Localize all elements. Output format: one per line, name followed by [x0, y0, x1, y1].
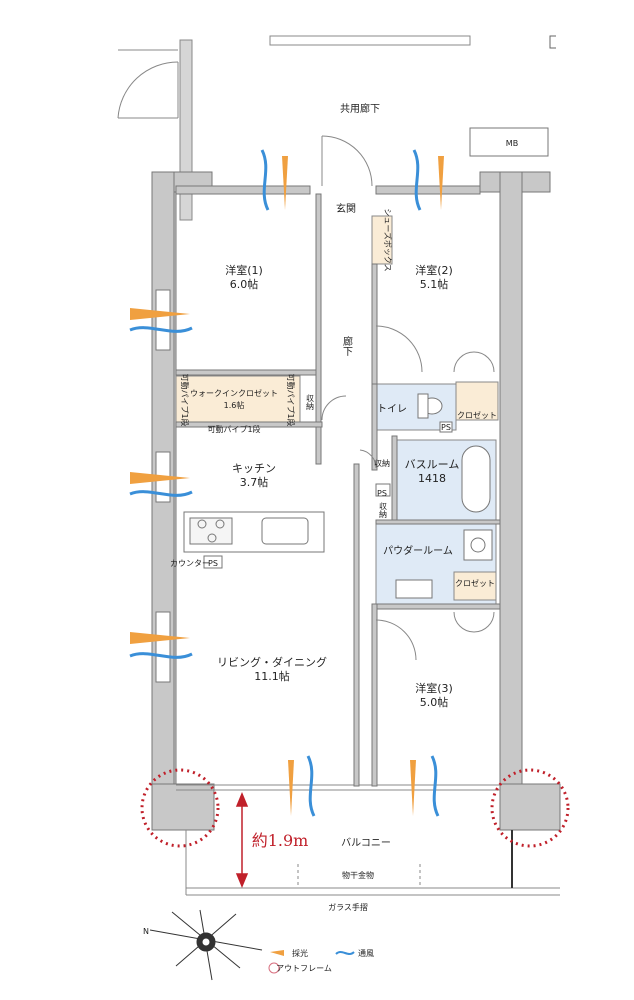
label-closet-1: クロゼット — [457, 410, 497, 420]
label-ps-2: PS — [208, 559, 218, 568]
label-drying-rack: 物干金物 — [342, 870, 374, 880]
interior-walls — [175, 193, 501, 787]
label-storage-3: 収納 — [379, 501, 388, 519]
label-closet-2: クロゼット — [455, 578, 495, 588]
label-shoes-box: シューズボックス — [383, 208, 393, 271]
windows — [155, 289, 171, 683]
label-mb: MB — [506, 139, 518, 148]
label-ps-3: PS — [377, 489, 387, 498]
label-glass-rail: ガラス手摺 — [328, 902, 368, 912]
label-wic-size: 1.6帖 — [224, 400, 245, 410]
label-room2-size: 5.1帖 — [420, 278, 449, 291]
label-entrance: 玄関 — [336, 202, 356, 215]
label-room2-name: 洋室(2) — [415, 263, 453, 277]
fixtures — [375, 393, 493, 599]
label-toilet: トイレ — [377, 404, 407, 415]
label-corridor: 共用廊下 — [340, 102, 380, 115]
label-kitchen-name: キッチン — [232, 462, 276, 475]
label-wic-name: ウォークインクロゼット — [190, 388, 278, 398]
label-room1-size: 6.0帖 — [230, 278, 259, 291]
label-ps-1: PS — [441, 423, 451, 432]
kitchen-counter — [183, 511, 325, 569]
label-room3-name: 洋室(3) — [415, 681, 453, 695]
label-storage-1: 収納 — [306, 393, 315, 411]
outframe-circles — [140, 768, 570, 848]
label-counter: カウンター — [170, 559, 210, 568]
label-kitchen-size: 3.7帖 — [240, 476, 269, 489]
label-room1-name: 洋室(1) — [225, 263, 263, 277]
ventilation-arrows — [129, 149, 444, 817]
doors — [321, 135, 495, 661]
storage-areas — [175, 215, 499, 601]
legend-light-label: 採光 — [292, 948, 308, 958]
label-pipe-left: 可動パイプ1段 — [180, 373, 190, 426]
label-living-size: 11.1帖 — [254, 670, 290, 683]
label-bath-name: バスルーム — [405, 458, 460, 471]
compass-rose — [149, 909, 263, 981]
balcony-columns — [151, 783, 561, 831]
label-storage-2: 収納 — [374, 458, 390, 468]
label-pipe-bottom: 可動パイプ1段 — [207, 424, 260, 434]
label-living-name: リビング・ダイニング — [217, 655, 327, 669]
compass-north-label: N — [143, 927, 149, 936]
label-powder: パウダールーム — [383, 544, 453, 557]
balcony-edges — [176, 784, 560, 896]
label-room3-size: 5.0帖 — [420, 696, 449, 709]
label-balcony: バルコニー — [341, 837, 391, 849]
legend-markers — [268, 950, 355, 974]
label-hallway: 廊下 — [341, 335, 353, 357]
top-right-mark — [549, 35, 556, 49]
corridor-strip — [269, 35, 471, 46]
balcony-dimension — [235, 792, 249, 888]
label-balcony-depth: 約1.9m — [252, 831, 309, 850]
legend-outframe-label: アウトフレーム — [276, 964, 332, 973]
legend-wind-label: 通風 — [358, 948, 374, 958]
label-bath-size: 1418 — [418, 472, 446, 485]
label-pipe-right: 可動パイプ1段 — [286, 373, 296, 426]
